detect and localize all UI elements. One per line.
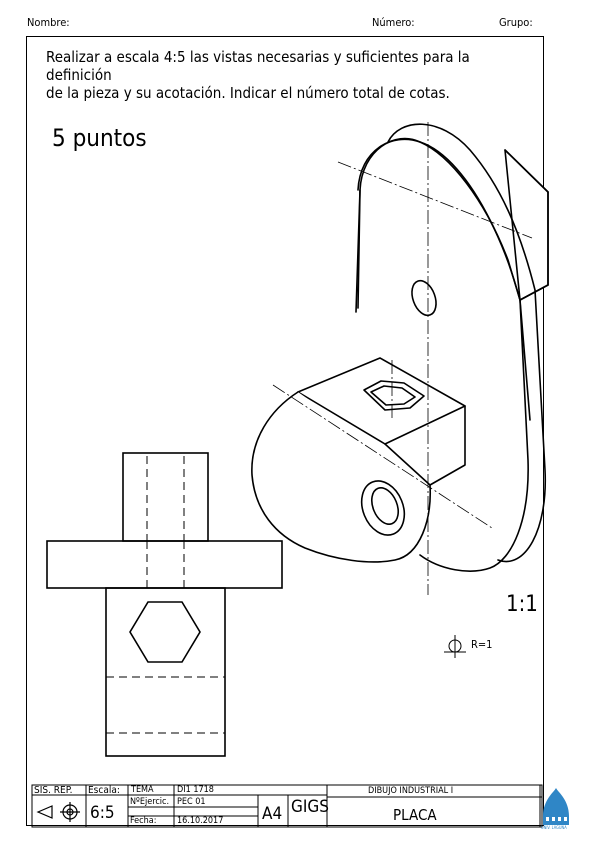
ejercicio-label: NºEjercic. bbox=[130, 797, 170, 807]
numero-label: Número: bbox=[372, 16, 415, 29]
instruction-line-1: Realizar a escala 4:5 las vistas necesar… bbox=[46, 48, 470, 66]
drawing-scale: 1:1 bbox=[506, 592, 538, 617]
course-name: DIBUJO INDUSTRIAL I bbox=[368, 786, 454, 796]
grupo-label: Grupo: bbox=[499, 16, 533, 29]
hex-view bbox=[129, 601, 201, 663]
sis-rep-label: SIS. REP. bbox=[34, 785, 73, 796]
fecha-value: 16.10.2017 bbox=[177, 816, 224, 826]
instructions: Realizar a escala 4:5 las vistas necesar… bbox=[46, 48, 526, 102]
points-label: 5 puntos bbox=[52, 124, 147, 152]
university-logo bbox=[543, 788, 569, 825]
ortho-hidden-lines bbox=[106, 456, 225, 734]
iso-center-lines bbox=[272, 122, 533, 595]
piece-name: PLACA bbox=[393, 806, 437, 824]
escala-label: Escala: bbox=[88, 785, 120, 796]
fecha-label: Fecha: bbox=[130, 816, 157, 826]
escala-value: 6:5 bbox=[90, 803, 115, 823]
roughness-symbol bbox=[444, 635, 466, 658]
format-value: A4 bbox=[262, 804, 283, 824]
iso-front-boss bbox=[251, 357, 466, 563]
roughness-label: R=1 bbox=[471, 638, 493, 651]
logo-caption: UNIV. LAGUNA bbox=[541, 825, 567, 830]
tema-value: DI1 1718 bbox=[177, 785, 214, 795]
code-value: GIGS bbox=[291, 797, 329, 817]
instruction-line-2: definición bbox=[46, 66, 112, 84]
tema-label: TEMA bbox=[131, 785, 154, 795]
ejercicio-value: PEC 01 bbox=[177, 797, 206, 807]
projection-symbol bbox=[36, 802, 80, 822]
ortho-view bbox=[46, 452, 283, 757]
title-block bbox=[31, 784, 543, 828]
instruction-line-3: de la pieza y su acotación. Indicar el n… bbox=[46, 84, 450, 102]
nombre-label: Nombre: bbox=[27, 16, 70, 29]
iso-back-block bbox=[504, 149, 549, 301]
